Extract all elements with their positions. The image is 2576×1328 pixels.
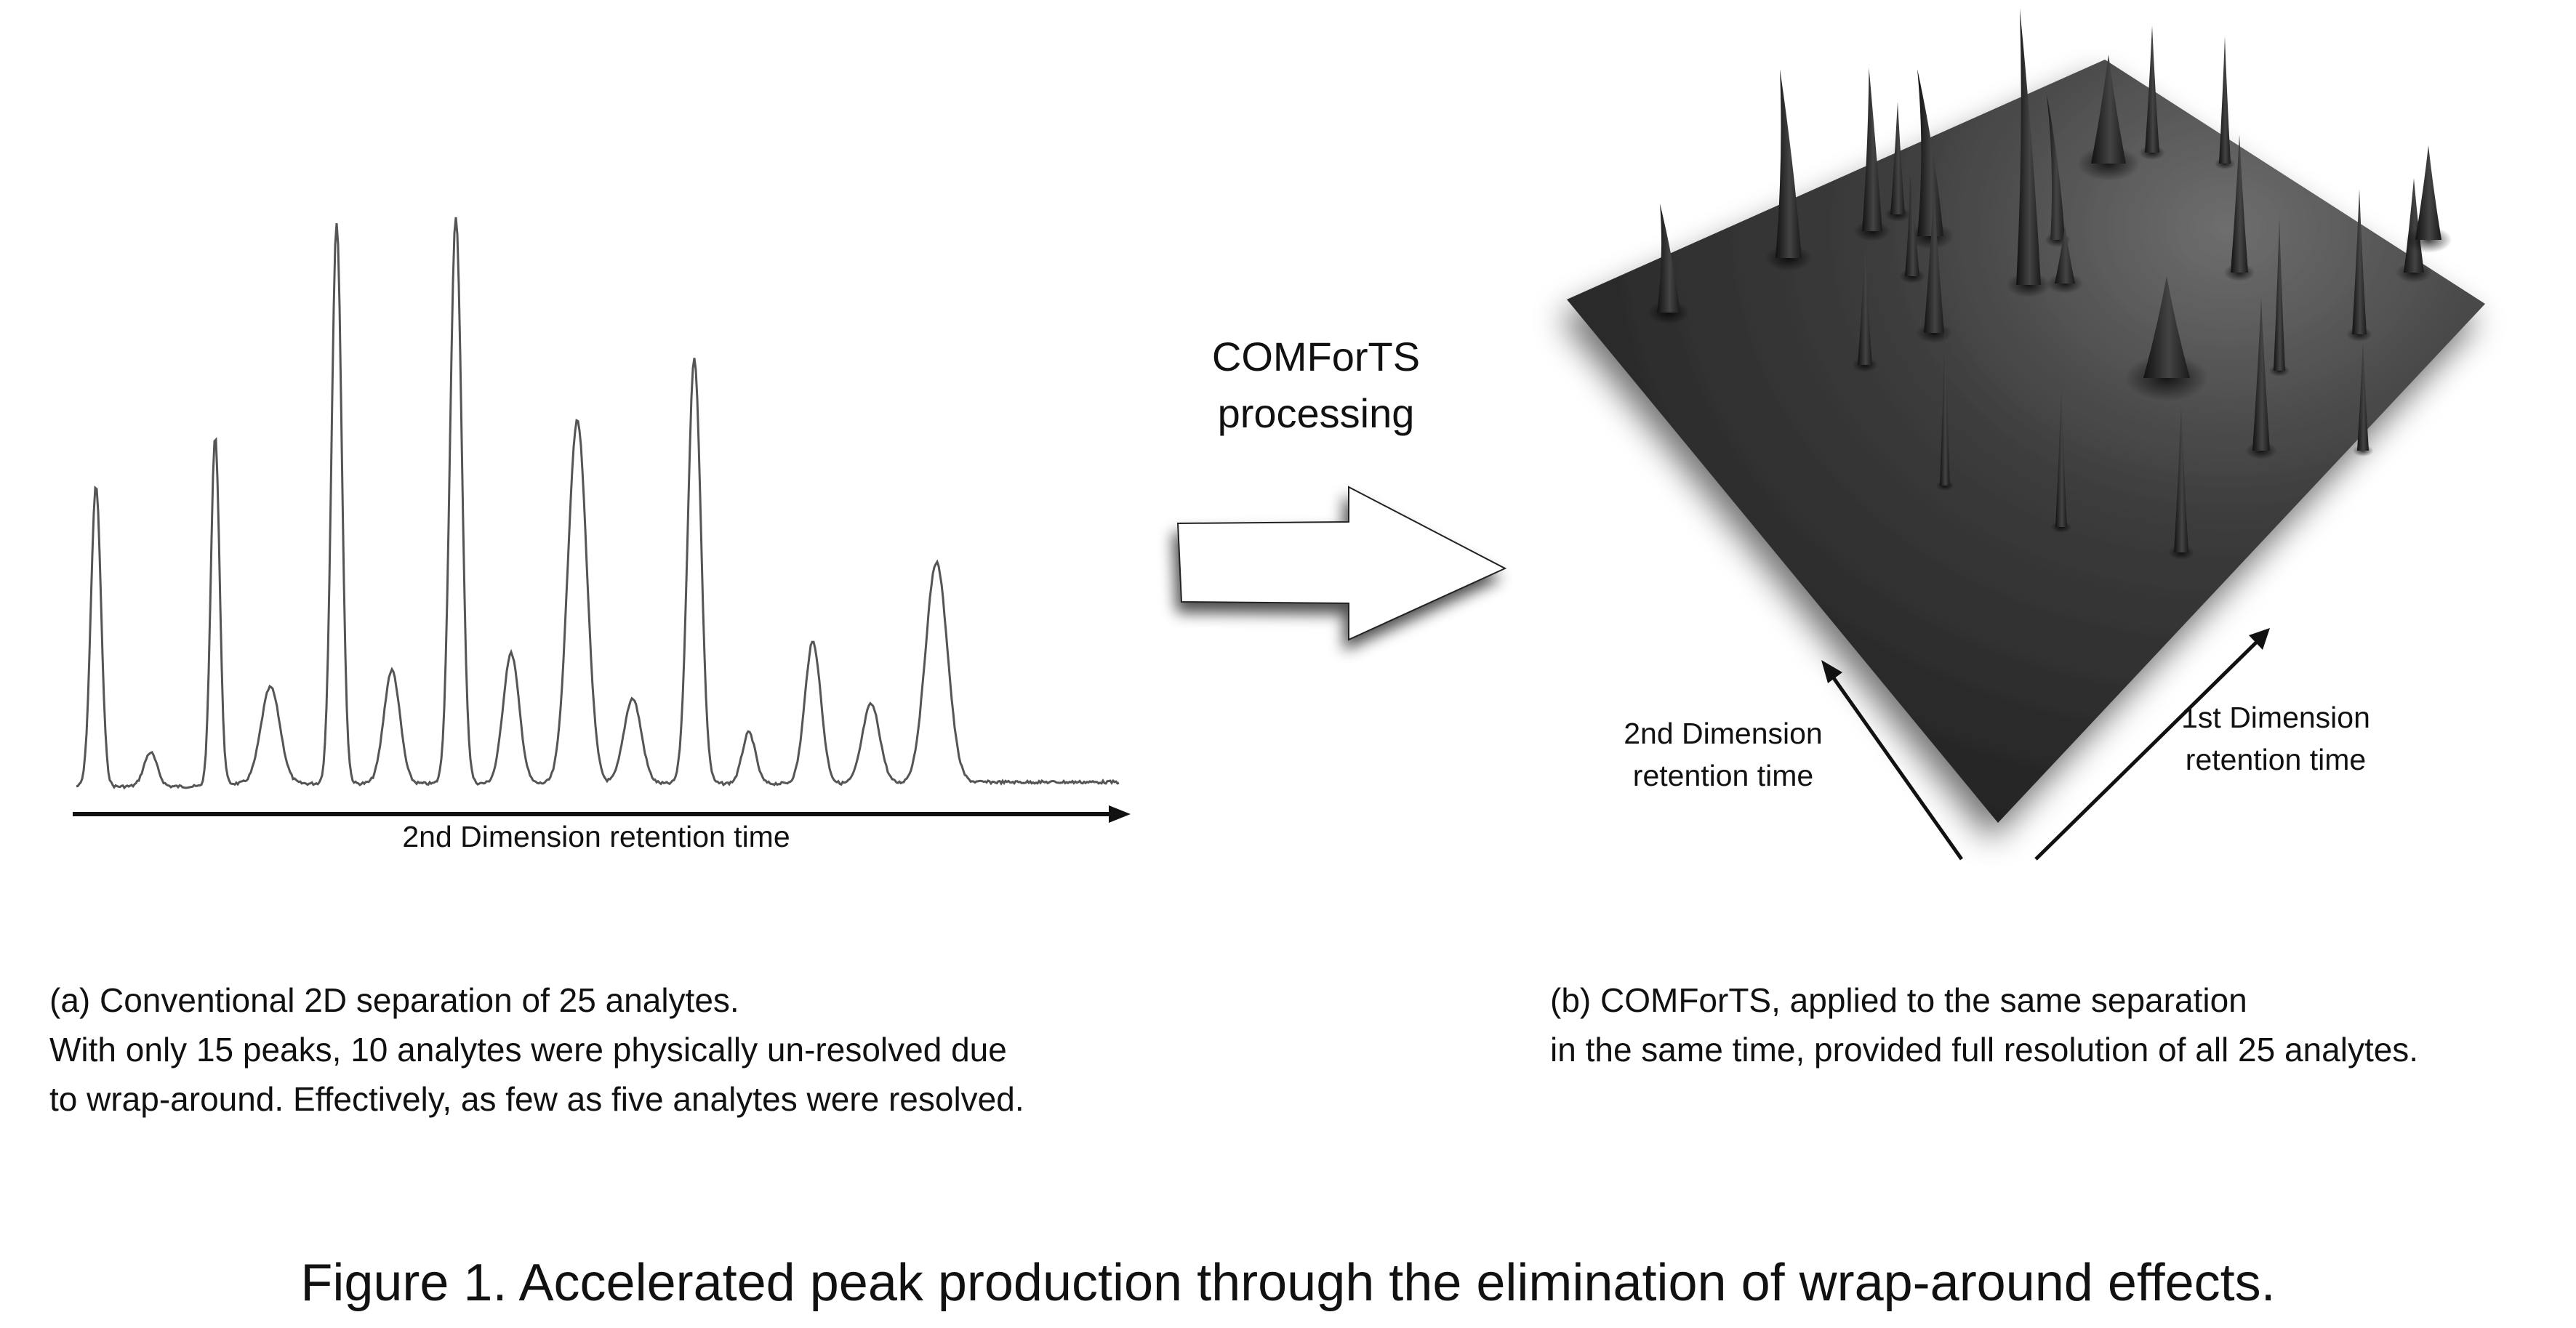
surface-peak <box>2174 407 2188 552</box>
axis-arrowhead <box>1109 805 1131 823</box>
axis-2nd-line-2: retention time <box>1632 759 1814 792</box>
surface-peak <box>1890 102 1905 214</box>
surface-peak <box>2352 189 2367 334</box>
figure-title: Figure 1. Accelerated peak production th… <box>300 1254 2276 1312</box>
caption-b-line-2: in the same time, provided full resoluti… <box>1550 1031 2419 1069</box>
surface-peak <box>2274 218 2285 371</box>
surface-peak <box>1940 326 1950 486</box>
surface-peak <box>1917 69 1943 236</box>
process-arrow <box>1176 486 1507 641</box>
surface-peak <box>1858 249 1872 365</box>
comforts-surface-plot <box>1567 9 2485 861</box>
surface-peak <box>2415 145 2441 240</box>
caption-a-line-2: With only 15 peaks, 10 analytes were phy… <box>49 1031 1007 1069</box>
chromatogram-plot <box>73 217 1131 823</box>
axis-1st-line-2: retention time <box>2185 743 2367 776</box>
processing-label-line-2: processing <box>1217 390 1415 436</box>
caption-panel-a: (a) Conventional 2D separation of 25 ana… <box>49 975 1024 1124</box>
axis-arrow-2nd-dimension <box>1830 675 1964 861</box>
surface-peak <box>2055 225 2075 283</box>
axis-2nd-line-1: 2nd Dimension <box>1624 717 1823 750</box>
caption-b-line-1: (b) COMForTS, applied to the same separa… <box>1550 981 2247 1019</box>
surface-peak <box>1924 188 1944 333</box>
surface-peak <box>2145 25 2159 153</box>
surface-peak <box>2219 36 2231 164</box>
surface-peak <box>1775 69 1802 258</box>
surface-peak <box>1862 68 1882 231</box>
processing-label: COMForTS processing <box>1163 329 1469 442</box>
surface-peak <box>2047 94 2065 240</box>
axis-1st-line-1: 1st Dimension <box>2181 701 2370 734</box>
axis-label-2nd-dimension: 2nd Dimension retention time <box>402 820 790 853</box>
surface-peak <box>1657 204 1680 313</box>
axis-arrowhead-1st <box>2249 628 2270 650</box>
surface-peak <box>2016 9 2041 285</box>
surface-peak <box>2091 55 2126 164</box>
caption-a-line-1: (a) Conventional 2D separation of 25 ana… <box>49 981 739 1019</box>
processing-label-line-1: COMForTS <box>1211 334 1421 379</box>
surface-peak <box>2143 276 2190 378</box>
caption-a-line-3: to wrap-around. Effectively, as few as f… <box>49 1080 1024 1118</box>
chromatogram-trace <box>76 217 1120 790</box>
surface-peak <box>2231 134 2248 273</box>
surface-peak <box>2357 342 2369 451</box>
axis-arrowhead-2nd <box>1821 660 1842 683</box>
axis-arrow-1st-dimension <box>2034 640 2259 861</box>
surface-peak <box>2252 298 2270 451</box>
surface-peak <box>2055 389 2067 527</box>
axis-label-1st-dimension: 1st Dimension retention time <box>2152 696 2399 781</box>
surface-peaks <box>1648 9 2452 560</box>
arrow-shape <box>1176 486 1507 641</box>
axis-label-2nd-dimension-b: 2nd Dimension retention time <box>1600 712 1847 797</box>
surface-peak <box>1905 174 1919 276</box>
caption-panel-b: (b) COMForTS, applied to the same separa… <box>1550 975 2418 1074</box>
